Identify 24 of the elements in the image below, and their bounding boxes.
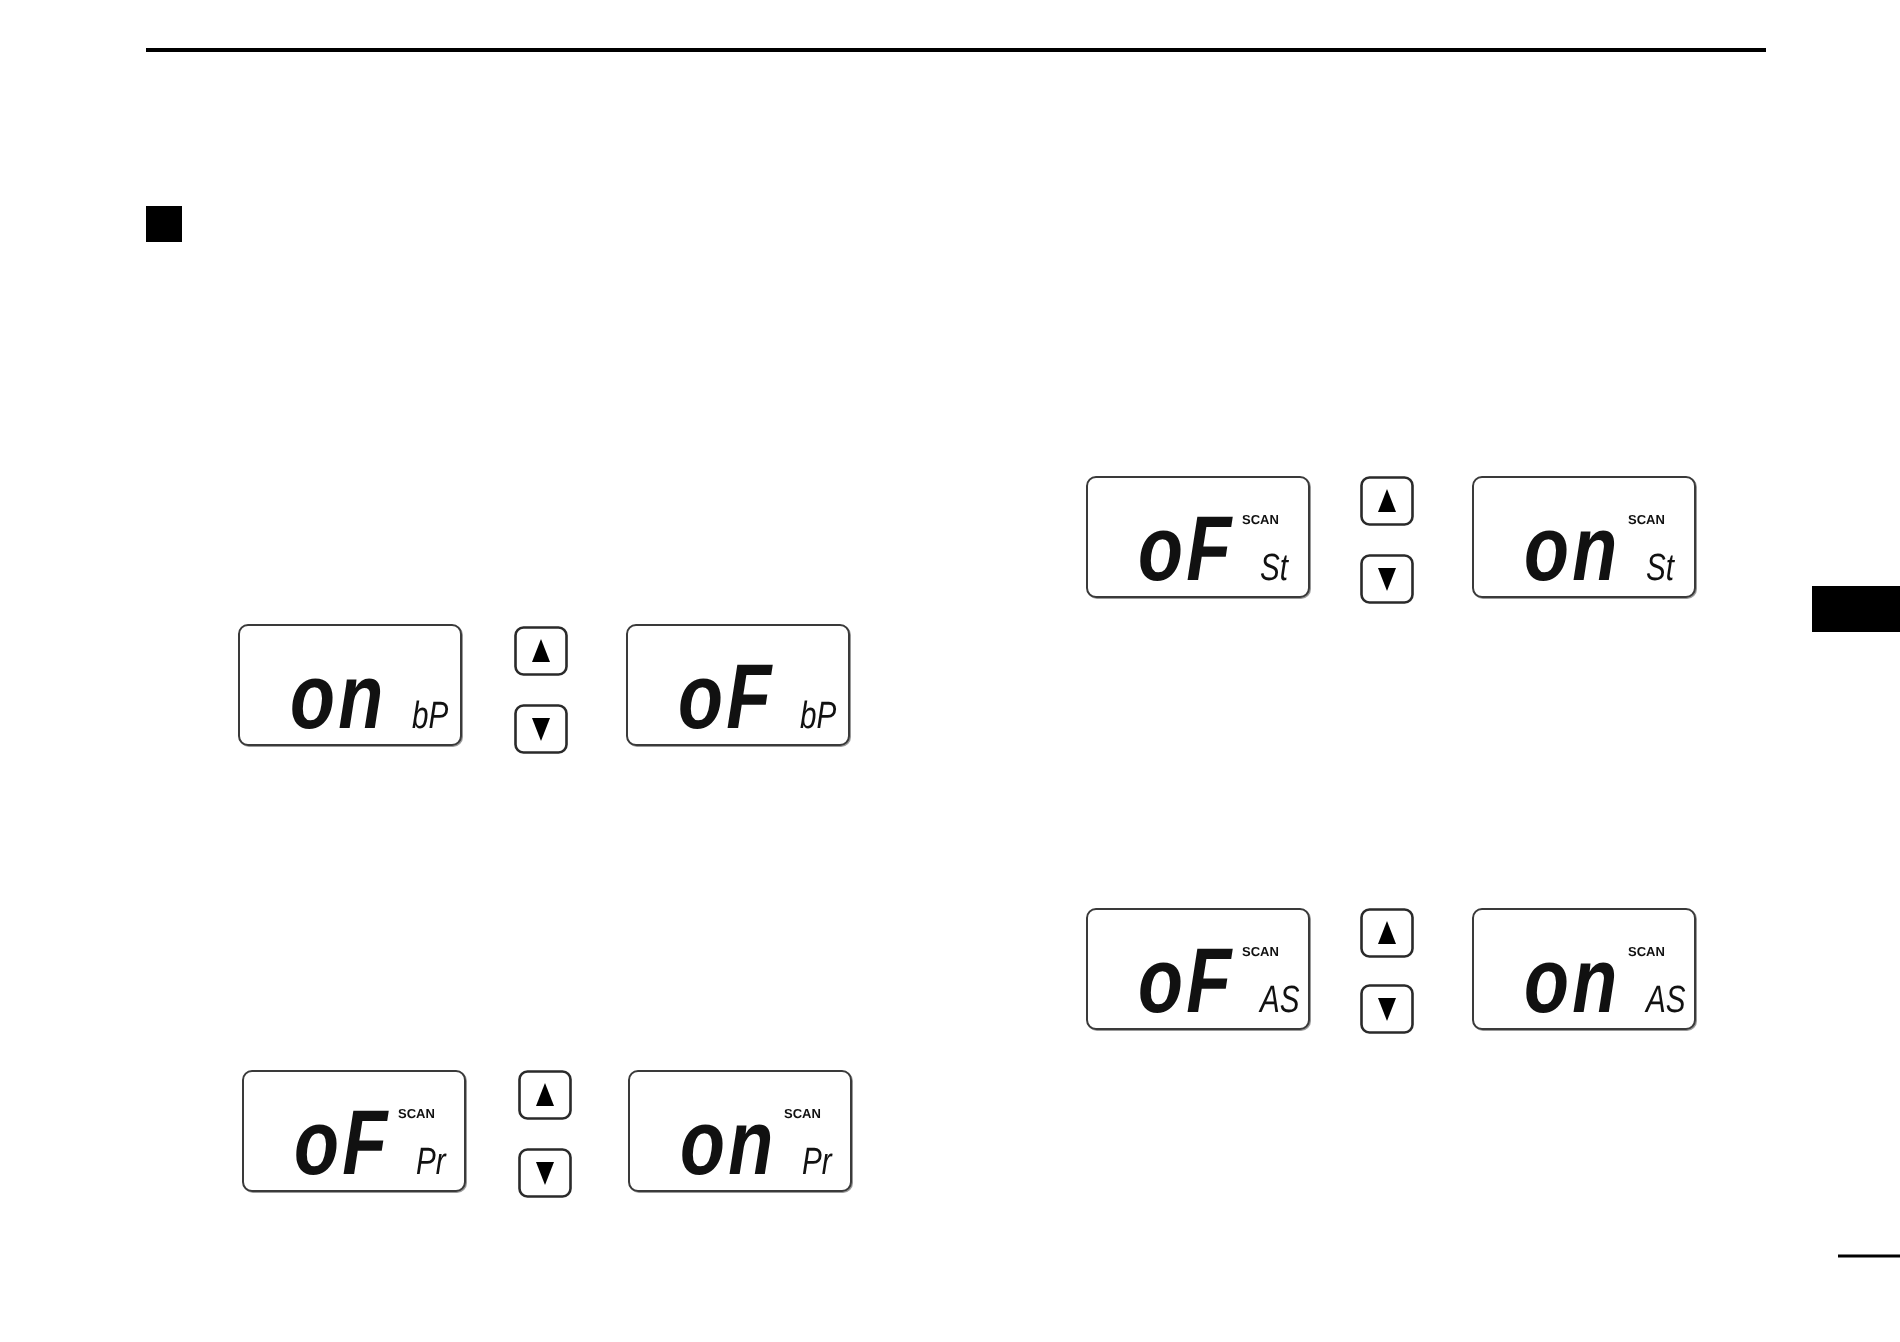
lcd-display xyxy=(628,1070,852,1192)
lcd-readout: on xyxy=(1524,944,1623,1018)
lcd-readout: oF xyxy=(678,660,777,734)
lcd-sub-readout: Pr xyxy=(802,1147,834,1178)
lcd-readout: oF xyxy=(1138,944,1237,1018)
lcd-sub-readout: St xyxy=(1260,553,1290,584)
lcd-display xyxy=(1086,908,1310,1030)
lcd-display xyxy=(626,624,850,746)
lcd-sub-readout: AS xyxy=(1646,985,1688,1016)
lcd-sub-readout: bP xyxy=(412,701,450,732)
lcd-sub-readout: St xyxy=(1646,553,1676,584)
lcd-display xyxy=(242,1070,466,1192)
lcd-sub-readout: AS xyxy=(1260,985,1302,1016)
lcd-display xyxy=(238,624,462,746)
lcd-display xyxy=(1086,476,1310,598)
lcd-readout: oF xyxy=(294,1106,393,1180)
lcd-readout: on xyxy=(290,660,389,734)
lcd-readout: on xyxy=(680,1106,779,1180)
lcd-display xyxy=(1472,476,1696,598)
lcd-display xyxy=(1472,908,1696,1030)
lcd-readout: on xyxy=(1524,512,1623,586)
lcd-sub-readout: bP xyxy=(800,701,838,732)
lcd-sub-readout: Pr xyxy=(416,1147,448,1178)
lcd-readout: oF xyxy=(1138,512,1237,586)
